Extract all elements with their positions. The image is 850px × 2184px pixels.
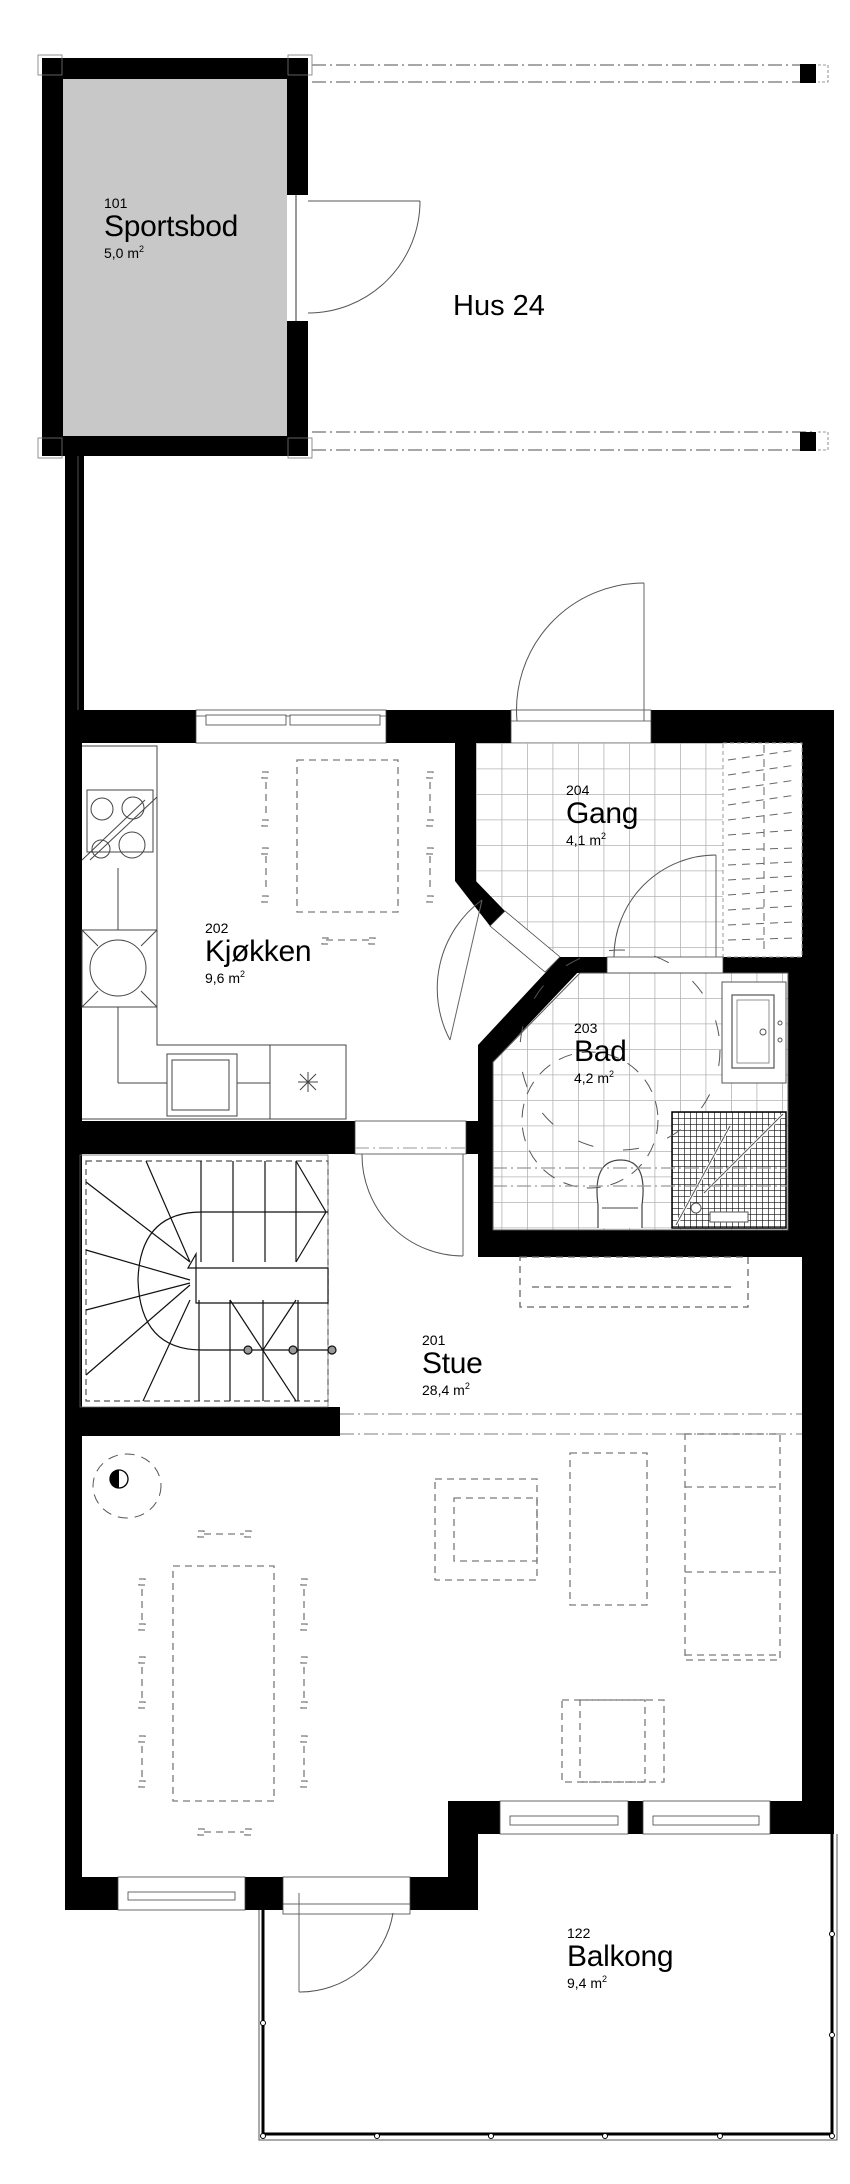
room-area: 28,4 m2 (422, 1381, 470, 1398)
room-label-balkong: 122 Balkong 9,4 m2 (567, 1925, 674, 1991)
room-name: Gang (566, 797, 639, 830)
pergola-post (800, 64, 816, 83)
room-gang-floor (476, 742, 803, 958)
room-name: Kjøkken (205, 935, 312, 968)
room-label-gang: 204 Gang 4,1 m2 (566, 782, 639, 848)
storage-shed (37, 54, 421, 459)
sink-icon (166, 1053, 238, 1117)
staircase-icon (79, 1154, 337, 1408)
room-area: 5,0 m2 (104, 244, 145, 261)
turning-circle (519, 949, 721, 1189)
pergola-lines (312, 64, 815, 451)
house-walls (65, 710, 834, 1910)
shed-door[interactable] (307, 200, 421, 314)
house-label: Hus 24 (453, 290, 545, 322)
fireplace-icon (92, 1453, 162, 1519)
room-name: Stue (422, 1347, 483, 1380)
fridge-icon (269, 1044, 347, 1120)
stue-dashdot-lines (340, 1413, 802, 1435)
tv-bench (519, 1256, 749, 1308)
room-name: Sportsbod (104, 210, 239, 243)
bathroom-door[interactable] (606, 854, 724, 974)
windows (117, 709, 771, 1911)
room-label-kjokken: 202 Kjøkken 9,6 m2 (205, 920, 312, 986)
room-area: 4,2 m2 (574, 1069, 615, 1086)
kitchen-dining-table (261, 759, 434, 945)
room-area: 4,1 m2 (566, 831, 607, 848)
stove-icon (81, 789, 158, 861)
garden-wall (65, 456, 84, 712)
kitchen-fixtures (81, 745, 347, 1120)
dining-table (138, 1530, 308, 1836)
room-label-stue: 201 Stue 28,4 m2 (422, 1333, 483, 1397)
room-number: 101 (104, 195, 128, 211)
room-label-sportsbod: 101 Sportsbod 5,0 m2 (104, 196, 238, 260)
room-bad-floor (492, 949, 789, 1231)
stue-door[interactable] (354, 1120, 467, 1257)
room-label-bad: 203 Bad 4,2 m2 (574, 1020, 627, 1086)
room-number: 203 (574, 1020, 598, 1036)
room-area: 9,6 m2 (205, 969, 246, 986)
dishwasher-icon (81, 929, 158, 1008)
sofa-group (434, 1433, 781, 1783)
room-name: Balkong (567, 1940, 674, 1973)
kitchen-door[interactable] (436, 899, 561, 1041)
room-number: 204 (566, 782, 590, 798)
room-number: 122 (567, 1925, 591, 1941)
balcony-door[interactable] (282, 1876, 411, 1993)
room-number: 201 (422, 1332, 446, 1348)
entry-door[interactable] (510, 582, 652, 744)
sink-icon (721, 981, 787, 1084)
balcony-railing (258, 1834, 838, 2141)
pergola-post (800, 432, 816, 451)
room-name: Bad (574, 1035, 627, 1068)
shower-icon (671, 1111, 787, 1229)
room-area: 9,4 m2 (567, 1974, 608, 1991)
room-number: 202 (205, 920, 229, 936)
